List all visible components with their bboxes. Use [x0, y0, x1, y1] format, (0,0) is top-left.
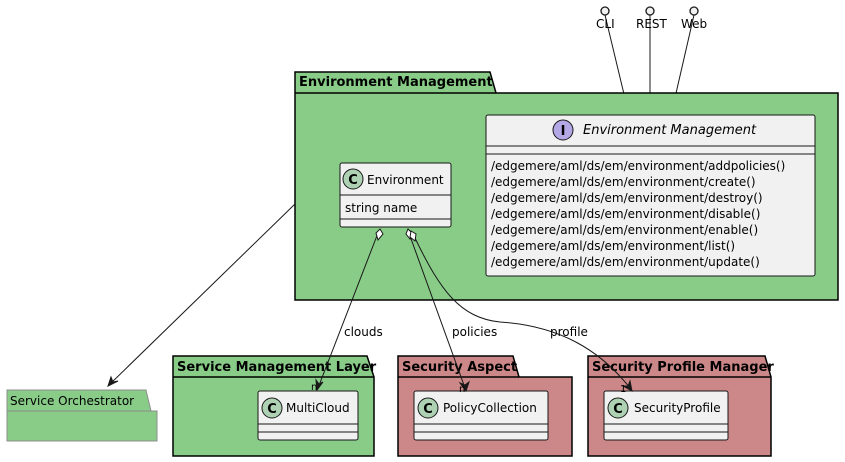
- interface-stereotype-icon: [552, 119, 574, 141]
- package-security-profile-manager-title: Security Profile Manager: [592, 360, 774, 375]
- class-multicloud: C MultiCloud: [257, 390, 359, 441]
- interface-method: /edgemere/aml/ds/em/environment/list(): [491, 239, 735, 253]
- relation-clouds-label: clouds: [344, 325, 383, 339]
- class-securityprofile-name: SecurityProfile: [634, 401, 721, 415]
- aggregation-diamond-icon: [409, 230, 417, 242]
- class-stereotype-icon: [342, 168, 364, 190]
- class-policycollection: C PolicyCollection: [413, 390, 549, 441]
- interface-method: /edgemere/aml/ds/em/environment/create(): [491, 175, 756, 189]
- relation-clouds: clouds n: [311, 228, 384, 393]
- package-service-orchestrator: Service Orchestrator: [6, 389, 158, 442]
- interface-class-name: Environment Management: [583, 123, 757, 138]
- interface-web: Web: [670, 6, 707, 116]
- class-stereotype-icon: [261, 397, 283, 419]
- package-service-orchestrator-title: Service Orchestrator: [10, 394, 134, 408]
- class-stereotype-icon: [607, 397, 629, 419]
- class-stereotype-letter: C: [267, 402, 277, 417]
- class-stereotype-letter: C: [348, 173, 358, 188]
- aggregation-diamond-icon: [375, 228, 384, 242]
- interface-method: /edgemere/aml/ds/em/environment/update(): [491, 255, 760, 269]
- class-stereotype-icon: [417, 397, 439, 419]
- class-securityprofile: C SecurityProfile: [603, 390, 729, 441]
- class-stereotype-letter: C: [423, 402, 433, 417]
- arrow-head-icon: [315, 378, 324, 392]
- relation-policies-multiplicity: n: [459, 384, 465, 395]
- interface-rest-label: REST: [636, 17, 668, 31]
- interface-class-environment-management: I Environment Management /edgemere/aml/d…: [485, 114, 816, 277]
- class-environment-name: Environment: [367, 173, 444, 187]
- package-security-aspect-title: Security Aspect: [402, 360, 517, 375]
- interface-method: /edgemere/aml/ds/em/environment/enable(): [491, 223, 758, 237]
- package-service-management-layer-title: Service Management Layer: [177, 360, 377, 375]
- arrow-head-icon: [458, 380, 470, 393]
- interface-method: /edgemere/aml/ds/em/environment/destroy(…: [491, 191, 763, 205]
- class-environment: C Environment string name: [339, 162, 452, 228]
- package-environment-management-title: Environment Management: [299, 75, 493, 90]
- relation-profile-label: profile: [550, 325, 588, 339]
- arrow-head-icon: [621, 379, 633, 392]
- interface-method: /edgemere/aml/ds/em/environment/disable(…: [491, 207, 760, 221]
- dependency-arrow: [107, 203, 296, 387]
- class-environment-attribute: string name: [345, 201, 417, 215]
- relation-policies: policies n: [405, 228, 497, 395]
- interface-stereotype-letter: I: [561, 124, 566, 139]
- relation-clouds-multiplicity: n: [311, 382, 317, 393]
- interface-cli-label: CLI: [596, 17, 615, 31]
- interface-method: /edgemere/aml/ds/em/environment/addpolic…: [491, 159, 785, 173]
- relation-policies-label: policies: [452, 325, 497, 339]
- class-policycollection-name: PolicyCollection: [443, 401, 537, 415]
- relation-profile: profile 1: [409, 230, 633, 395]
- interface-web-label: Web: [681, 17, 707, 31]
- class-stereotype-letter: C: [613, 402, 623, 417]
- class-multicloud-name: MultiCloud: [286, 401, 350, 415]
- relation-profile-multiplicity: 1: [620, 384, 626, 395]
